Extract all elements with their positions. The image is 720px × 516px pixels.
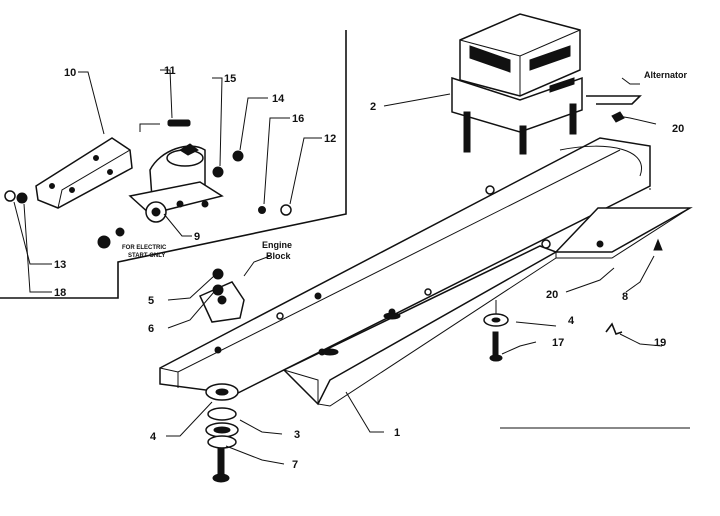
callout-10: 10 — [64, 67, 76, 79]
nut-15 — [212, 166, 224, 178]
alternator-bracket — [586, 95, 642, 105]
callout-3: 3 — [294, 429, 300, 441]
inset-border — [0, 30, 347, 299]
callout-13: 13 — [54, 259, 66, 271]
starter-solenoid-9 — [128, 143, 224, 223]
bolt-20-head — [611, 111, 625, 123]
engine-block-mount — [198, 268, 245, 323]
label-engine-block-1: Engine — [262, 240, 292, 250]
label-alternator: Alternator — [644, 70, 688, 80]
bolt-11 — [139, 119, 191, 132]
callout-1: 1 — [394, 427, 400, 439]
bracket-plate-10 — [35, 137, 133, 209]
inset-note-line2: START ONLY — [128, 253, 165, 259]
callout-20-mid: 20 — [546, 289, 558, 301]
inset-note-line1: FOR ELECTRIC — [122, 245, 167, 251]
washer-12 — [280, 204, 292, 216]
label-engine-block-2: Block — [266, 251, 292, 261]
base-rail-frame — [159, 137, 693, 407]
engine-component-2 — [451, 13, 583, 155]
callout-4-right: 4 — [568, 315, 575, 327]
callout-14: 14 — [272, 93, 285, 105]
callout-7: 7 — [292, 459, 298, 471]
callout-4-left: 4 — [150, 431, 157, 443]
callout-12: 12 — [324, 133, 336, 145]
leader-lines — [13, 69, 663, 465]
clip-19 — [605, 322, 623, 335]
callout-17: 17 — [552, 337, 564, 349]
terminal-cap — [97, 235, 111, 249]
washer-13 — [4, 190, 16, 202]
nut-18 — [16, 192, 28, 204]
bolt-8-right — [653, 238, 663, 251]
callout-2: 2 — [370, 101, 376, 113]
isolator-right — [483, 300, 509, 362]
callout-5: 5 — [148, 295, 154, 307]
terminal-nut — [115, 227, 125, 237]
nut-16 — [258, 206, 266, 214]
washer-14 — [232, 150, 244, 162]
callout-19: 19 — [654, 337, 666, 349]
callout-15: 15 — [224, 73, 236, 85]
callout-16: 16 — [292, 113, 304, 125]
callout-8: 8 — [622, 291, 628, 303]
callout-9: 9 — [194, 231, 200, 243]
callout-20-top: 20 — [672, 123, 684, 135]
callout-18: 18 — [54, 287, 66, 299]
callout-11: 11 — [164, 65, 176, 77]
callout-6: 6 — [148, 323, 154, 335]
isolator-stack — [205, 383, 239, 483]
